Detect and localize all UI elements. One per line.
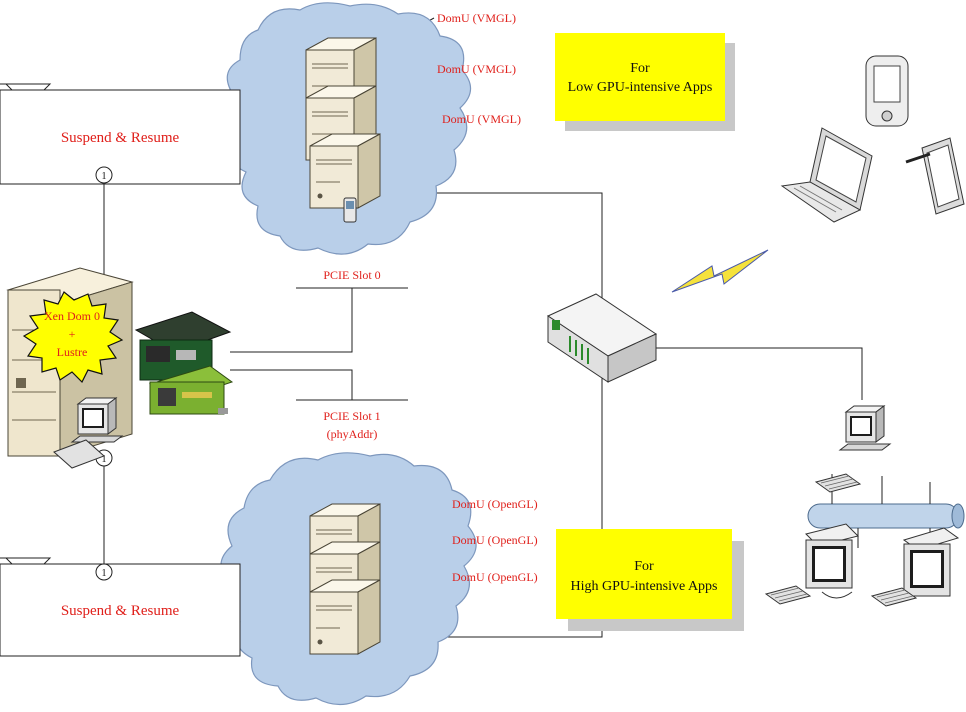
svg-text:1: 1: [102, 454, 107, 465]
suspend-resume-bottom: Suspend & Resume: [0, 557, 241, 657]
suspend-resume-label: Suspend & Resume: [61, 603, 180, 619]
domu-label: DomU (VMGL): [437, 11, 516, 25]
laptop-icon: [780, 127, 873, 223]
desktop-icon: [765, 523, 859, 605]
hub-icon: [546, 293, 658, 383]
pda-icon: [865, 55, 909, 127]
lustre-label: Lustre: [57, 345, 88, 359]
pcie-slot1-label: PCIE Slot 1: [323, 409, 380, 423]
xen-plus: +: [69, 327, 76, 341]
marker-1: 1: [95, 563, 113, 581]
note-high-gpu: For High GPU-intensive Apps: [556, 529, 744, 631]
suspend-resume-top: Suspend & Resume: [0, 83, 241, 185]
svg-text:For: For: [634, 559, 654, 574]
domu-label: DomU (OpenGL): [452, 570, 538, 584]
top-server-stack: [305, 37, 381, 223]
domu-label: DomU (OpenGL): [452, 497, 538, 511]
xen-label: Xen Dom 0: [44, 309, 100, 323]
desktop-icon: [815, 405, 891, 493]
starburst: Xen Dom 0 + Lustre: [22, 291, 124, 384]
svg-text:1: 1: [102, 171, 107, 182]
domu-label: DomU (OpenGL): [452, 533, 538, 547]
note-low-gpu: For Low GPU-intensive Apps: [555, 33, 735, 131]
desktop-icon: [871, 527, 960, 607]
svg-text:Low GPU-intensive Apps: Low GPU-intensive Apps: [568, 80, 713, 95]
svg-text:High GPU-intensive Apps: High GPU-intensive Apps: [571, 579, 718, 594]
tablet-icon: [905, 137, 965, 215]
gpu-card-icon: [134, 311, 234, 415]
svg-text:1: 1: [102, 568, 107, 579]
suspend-resume-label: Suspend & Resume: [61, 130, 180, 146]
domu-label: DomU (VMGL): [442, 112, 521, 126]
server-icon: [309, 579, 381, 655]
pcie-slot0-label: PCIE Slot 0: [323, 268, 380, 282]
domu-label: DomU (VMGL): [437, 62, 516, 76]
bottom-server-stack: [309, 503, 381, 655]
server-icon: [309, 133, 381, 209]
lightning-icon: [671, 249, 769, 293]
marker-1: 1: [95, 166, 113, 184]
pcie-slot1-addr: (phyAddr): [327, 427, 378, 441]
host-monitor: [53, 397, 123, 469]
svg-text:For: For: [630, 61, 650, 76]
